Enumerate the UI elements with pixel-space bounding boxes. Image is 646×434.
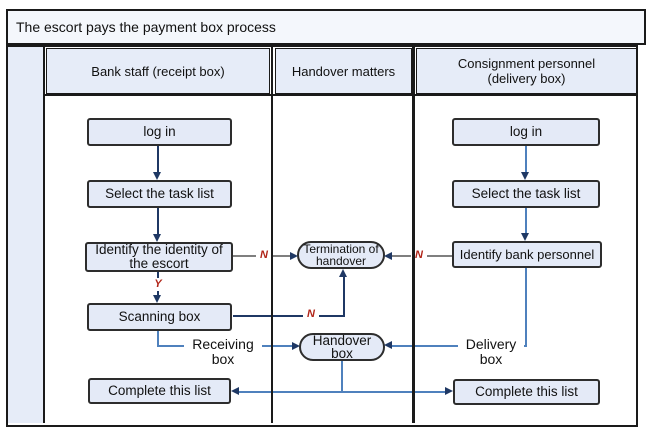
arrowhead-left-icon — [384, 252, 392, 260]
edge-scanning-receiving-v — [157, 331, 159, 347]
node-complete-consignment-label: Complete this list — [475, 384, 578, 399]
title-bar: The escort pays the payment box process — [6, 9, 646, 45]
lane-header-consignment-label: Consignment personnel (delivery box) — [457, 56, 596, 86]
arrowhead-left-icon — [231, 387, 239, 395]
arrowhead-right-icon — [292, 342, 300, 350]
arrowhead-left-icon — [384, 341, 392, 349]
node-complete-consignment: Complete this list — [453, 379, 600, 405]
arrowhead-up-icon — [339, 269, 347, 277]
phase-divider — [43, 47, 45, 423]
node-identify-bank-personnel-label: Identify bank personnel — [459, 246, 595, 262]
node-identify-escort: Identify the identity of the escort — [85, 242, 233, 272]
label-receiving-box: Receiving box — [184, 337, 262, 367]
node-login-bank-label: log in — [143, 124, 176, 139]
edge-scanning-termination-v — [343, 277, 345, 317]
node-login-consignment: log in — [452, 118, 600, 146]
phase-column — [8, 47, 43, 423]
label-no-escort: N — [256, 249, 272, 262]
node-login-bank: log in — [87, 118, 232, 146]
node-complete-bank-label: Complete this list — [108, 383, 211, 398]
edge-bank-login-select — [157, 146, 159, 173]
lane-header-handover-label: Handover matters — [291, 63, 396, 79]
node-termination-label: Termination of handover — [303, 242, 379, 268]
arrowhead-down-icon — [153, 234, 161, 242]
header-underline — [45, 94, 638, 96]
lane-divider-1 — [271, 47, 273, 423]
node-handover-box: Handover box — [299, 333, 385, 361]
edge-cons-select-identify — [525, 208, 527, 234]
node-complete-bank: Complete this list — [88, 378, 231, 404]
edge-scanning-termination-h — [233, 315, 345, 317]
edge-handover-complete-v — [341, 361, 343, 392]
arrowhead-down-icon — [153, 295, 161, 303]
lane-divider-2 — [412, 47, 415, 423]
node-identify-escort-label: Identify the identity of the escort — [95, 242, 223, 271]
node-handover-box-label: Handover box — [312, 333, 372, 361]
label-delivery-box: Delivery box — [458, 337, 524, 367]
arrowhead-right-icon — [290, 252, 298, 260]
edge-cons-login-select — [525, 146, 527, 173]
page-title: The escort pays the payment box process — [16, 19, 276, 35]
node-scanning-box-label: Scanning box — [118, 309, 201, 324]
arrowhead-down-icon — [521, 172, 529, 180]
arrowhead-down-icon — [521, 233, 529, 241]
edge-handover-complete-h — [239, 391, 445, 393]
node-select-task-consignment: Select the task list — [452, 180, 600, 208]
node-identify-bank-personnel: Identify bank personnel — [452, 241, 602, 268]
arrowhead-down-icon — [153, 172, 161, 180]
node-scanning-box: Scanning box — [87, 303, 232, 331]
label-no-scanning: N — [303, 308, 319, 321]
swimlane-container — [6, 45, 638, 427]
label-no-bank: N — [411, 249, 427, 262]
node-select-task-bank-label: Select the task list — [105, 186, 214, 201]
lane-header-consignment: Consignment personnel (delivery box) — [416, 48, 637, 94]
arrowhead-right-icon — [445, 387, 453, 395]
edge-cons-delivery-v — [525, 268, 527, 346]
node-termination-of-handover: Termination of handover — [297, 241, 385, 269]
lane-header-bank: Bank staff (receipt box) — [46, 48, 270, 94]
lane-header-handover: Handover matters — [275, 48, 412, 94]
node-select-task-bank: Select the task list — [87, 180, 232, 208]
lane-header-bank-label: Bank staff (receipt box) — [91, 63, 225, 79]
label-yes: Y — [150, 278, 166, 291]
edge-bank-select-identify — [157, 208, 159, 235]
node-login-consignment-label: log in — [509, 124, 543, 139]
node-select-task-consignment-label: Select the task list — [471, 186, 581, 201]
